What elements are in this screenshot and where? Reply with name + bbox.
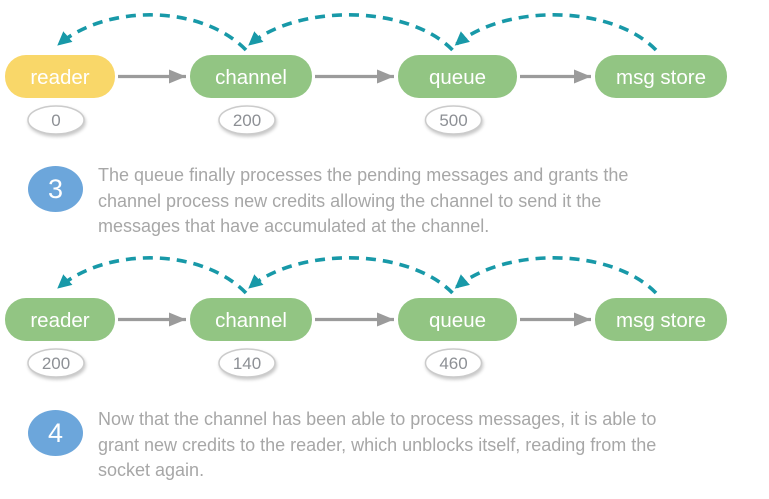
credit-value: 0 (51, 111, 60, 130)
credit-bubble-queue: 500 (424, 105, 483, 135)
credit-value: 200 (233, 111, 261, 130)
credit-grant-arc-channel-to-reader (56, 256, 248, 295)
flow-node-queue: queue (398, 298, 517, 341)
step-number-badge: 3 (28, 166, 83, 212)
credit-bubble-channel: 140 (218, 348, 276, 378)
credit-value: 140 (233, 354, 261, 373)
credit-value: 200 (42, 354, 70, 373)
credit-value: 460 (439, 354, 467, 373)
flow-node-reader: reader (5, 55, 115, 98)
step-text-line: grant new credits to the reader, which u… (98, 434, 657, 455)
step-number: 4 (47, 417, 64, 448)
credit-bubble-reader: 200 (27, 348, 85, 378)
credit-grant-arc-queue-to-channel (247, 256, 454, 295)
flow-node-label: channel (215, 309, 287, 332)
flow-node-queue: queue (398, 55, 517, 98)
credit-bubble-queue: 460 (424, 348, 483, 378)
flow-node-channel: channel (190, 298, 312, 341)
credit-grant-arc-msg store-to-queue (454, 13, 658, 52)
credit-bubble-reader: 0 (27, 105, 85, 135)
flow-node-label: reader (30, 66, 89, 89)
flow-node-label: queue (429, 66, 486, 89)
flow-diagram-state-3: reader 0 channel 200 queue 500 msg store (5, 13, 727, 135)
step-description: The queue finally processes the pending … (98, 163, 628, 240)
credit-grant-arc-channel-to-reader (56, 13, 248, 52)
flow-node-label: channel (215, 66, 287, 89)
credit-grant-arc-msg store-to-queue (454, 256, 658, 295)
credit-value: 500 (439, 111, 467, 130)
step-number: 3 (47, 173, 64, 204)
step-description: Now that the channel has been able to pr… (98, 407, 656, 484)
credit-bubble-channel: 200 (218, 105, 276, 135)
flow-node-reader: reader (5, 298, 115, 341)
step-text-line: messages that have accumulated at the ch… (98, 216, 490, 237)
step-text-line: The queue finally processes the pending … (98, 165, 629, 185)
flow-node-label: msg store (616, 66, 706, 89)
step-text-line: channel process new credits allowing the… (98, 190, 602, 211)
flow-node-label: queue (429, 309, 486, 332)
step-text-line: socket again. (98, 460, 205, 481)
flow-node-label: msg store (616, 309, 706, 332)
step-text-line: Now that the channel has been able to pr… (98, 409, 657, 429)
flow-diagram-state-4: reader 200 channel 140 queue 460 msg store (5, 256, 727, 378)
flow-node-channel: channel (190, 55, 312, 98)
flow-node-msg-store: msg store (595, 298, 727, 341)
flow-node-msg-store: msg store (595, 55, 727, 98)
credit-grant-arc-queue-to-channel (247, 13, 454, 52)
flow-node-label: reader (30, 309, 89, 332)
step-number-badge: 4 (28, 410, 83, 456)
